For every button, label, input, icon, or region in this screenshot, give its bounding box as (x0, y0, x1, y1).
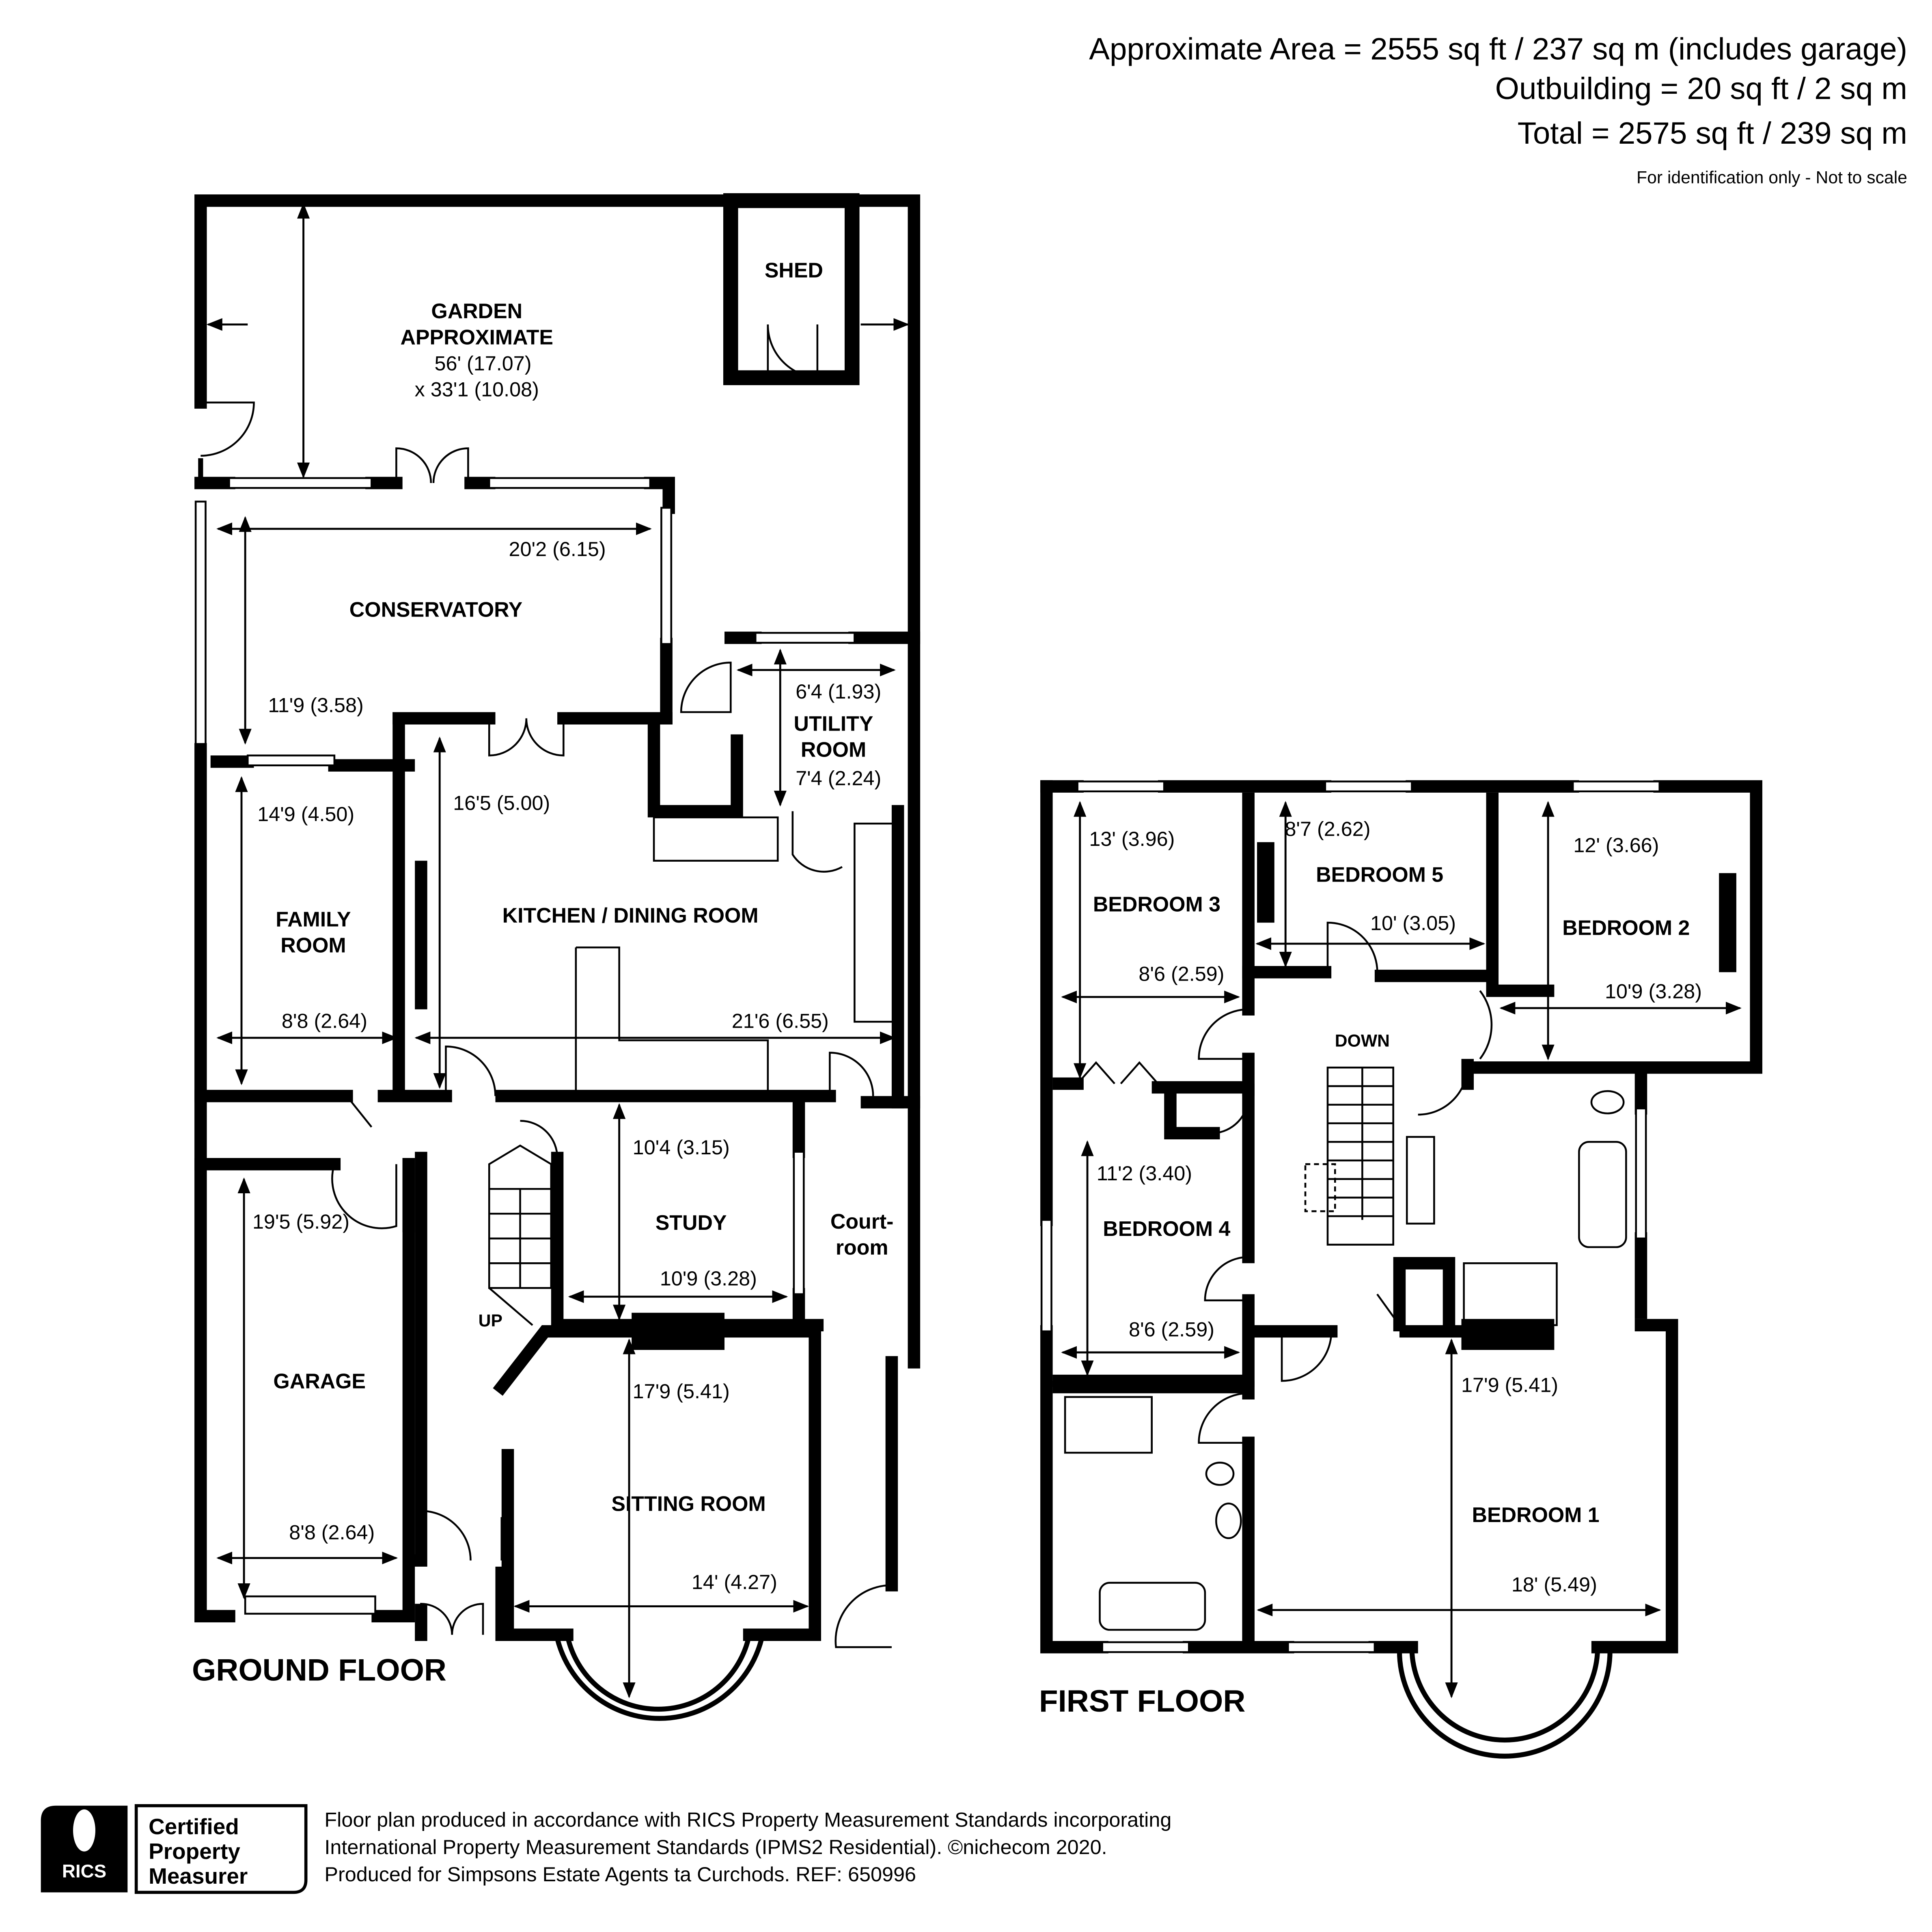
toilet-2 (1205, 1462, 1235, 1486)
family-room-width: 8'8 (2.64) (282, 1009, 367, 1033)
conservatory-width: 20'2 (6.15) (509, 537, 606, 561)
ground-floor-labels: GARDEN APPROXIMATE 56' (17.07) x 33'1 (1… (192, 258, 894, 1687)
shower-tray (1463, 1262, 1558, 1326)
shed-label: SHED (765, 258, 823, 282)
stairs-up-label: UP (479, 1311, 502, 1330)
disclaimer: For identification only - Not to scale (1637, 168, 1907, 188)
badge-line-2: Property (149, 1839, 240, 1864)
rics-badge: RICS Certified Property Measurer (41, 1804, 308, 1894)
footer-line-1: Floor plan produced in accordance with R… (324, 1808, 1171, 1831)
first-floor-labels: 13' (3.96) BEDROOM 3 8'6 (2.59) 8'7 (2.6… (1039, 817, 1702, 1719)
study-width: 10'9 (3.28) (660, 1267, 757, 1290)
footer-notes: Floor plan produced in accordance with R… (324, 1808, 1171, 1886)
study-depth: 10'4 (3.15) (633, 1136, 730, 1159)
ground-floor-stairs (488, 1144, 552, 1326)
family-room-label-2: ROOM (280, 933, 346, 957)
bedroom3-depth: 13' (3.96) (1089, 827, 1175, 850)
garden-label: GARDEN (431, 299, 522, 323)
rics-logo: RICS (62, 1861, 106, 1882)
garden-dim-2: x 33'1 (10.08) (415, 377, 539, 401)
stairs-down-label: DOWN (1335, 1031, 1390, 1050)
bedroom5-width: 10' (3.05) (1370, 912, 1456, 935)
kitchen-width: 21'6 (6.55) (732, 1009, 829, 1033)
bedroom5-depth: 8'7 (2.62) (1285, 817, 1370, 841)
bedroom1-label: BEDROOM 1 (1472, 1503, 1600, 1527)
courtyard-label-2: room (836, 1236, 888, 1259)
utility-label-2: ROOM (801, 737, 866, 761)
bedroom1-width: 18' (5.49) (1512, 1573, 1597, 1596)
first-floor-fixtures (1064, 1090, 1627, 1631)
ground-floor-doors (201, 324, 892, 1648)
bedroom2-width: 10'9 (3.28) (1605, 979, 1702, 1003)
basins (1406, 1136, 1435, 1225)
first-floor-dimensions (1061, 801, 1742, 1699)
toilet (1590, 1090, 1625, 1115)
outbuilding-area: Outbuilding = 20 sq ft / 2 sq m (1495, 71, 1907, 106)
family-room-depth: 14'9 (4.50) (257, 802, 354, 826)
rics-lion-icon (73, 1809, 95, 1852)
badge-line-1: Certified (149, 1814, 239, 1839)
study-label: STUDY (656, 1211, 727, 1234)
bedroom4-label: BEDROOM 4 (1103, 1217, 1230, 1240)
sitting-room-label: SITTING ROOM (611, 1492, 765, 1516)
bedroom2-depth: 12' (3.66) (1573, 833, 1659, 856)
bedroom1-depth: 17'9 (5.41) (1461, 1374, 1558, 1397)
badge-line-3: Measurer (149, 1863, 248, 1889)
bedroom3-width: 8'6 (2.59) (1138, 962, 1224, 985)
footer-line-2: International Property Measurement Stand… (324, 1835, 1107, 1859)
basin (1215, 1502, 1242, 1539)
shower-tray-2 (1064, 1396, 1153, 1454)
total-area: Total = 2575 sq ft / 239 sq m (1518, 116, 1907, 151)
garage-label: GARAGE (273, 1369, 366, 1393)
sitting-room-width: 14' (4.27) (692, 1570, 777, 1593)
garage-depth: 19'5 (5.92) (252, 1210, 349, 1233)
bedroom5-label: BEDROOM 5 (1316, 863, 1443, 886)
courtyard-label: Court- (830, 1210, 894, 1233)
bedroom4-width: 8'6 (2.59) (1129, 1317, 1214, 1341)
conservatory-label: CONSERVATORY (349, 598, 522, 621)
bedroom2-label: BEDROOM 2 (1562, 916, 1690, 940)
family-room-label: FAMILY (276, 907, 351, 931)
shed-walls (723, 193, 860, 385)
approximate-area: Approximate Area = 2555 sq ft / 237 sq m… (1089, 32, 1907, 66)
bathtub-2 (1099, 1582, 1206, 1631)
first-floor-title: FIRST FLOOR (1039, 1684, 1245, 1719)
garden-dim-1: 56' (17.07) (434, 351, 531, 375)
garage-width: 8'8 (2.64) (289, 1521, 375, 1544)
ground-floor-dimensions (206, 203, 910, 1699)
sitting-room-depth: 17'9 (5.41) (633, 1380, 730, 1403)
first-floor-doors (1076, 921, 1493, 1444)
utility-depth: 7'4 (2.24) (796, 767, 881, 790)
area-summary: Approximate Area = 2555 sq ft / 237 sq m… (1089, 32, 1907, 187)
kitchen-worktop (854, 822, 899, 1023)
utility-width: 6'4 (1.93) (796, 680, 881, 703)
bathtub (1578, 1141, 1627, 1248)
ground-floor-title: GROUND FLOOR (192, 1653, 446, 1688)
bedroom4-depth: 11'2 (3.40) (1097, 1162, 1192, 1185)
kitchen-label: KITCHEN / DINING ROOM (502, 903, 759, 927)
utility-label: UTILITY (794, 712, 873, 735)
conservatory-depth: 11'9 (3.58) (268, 693, 363, 716)
footer-line-3: Produced for Simpsons Estate Agents ta C… (324, 1863, 916, 1886)
kitchen-depth: 16'5 (5.00) (453, 791, 550, 815)
garden-label-2: APPROXIMATE (400, 325, 553, 349)
bedroom3-label: BEDROOM 3 (1093, 893, 1220, 916)
